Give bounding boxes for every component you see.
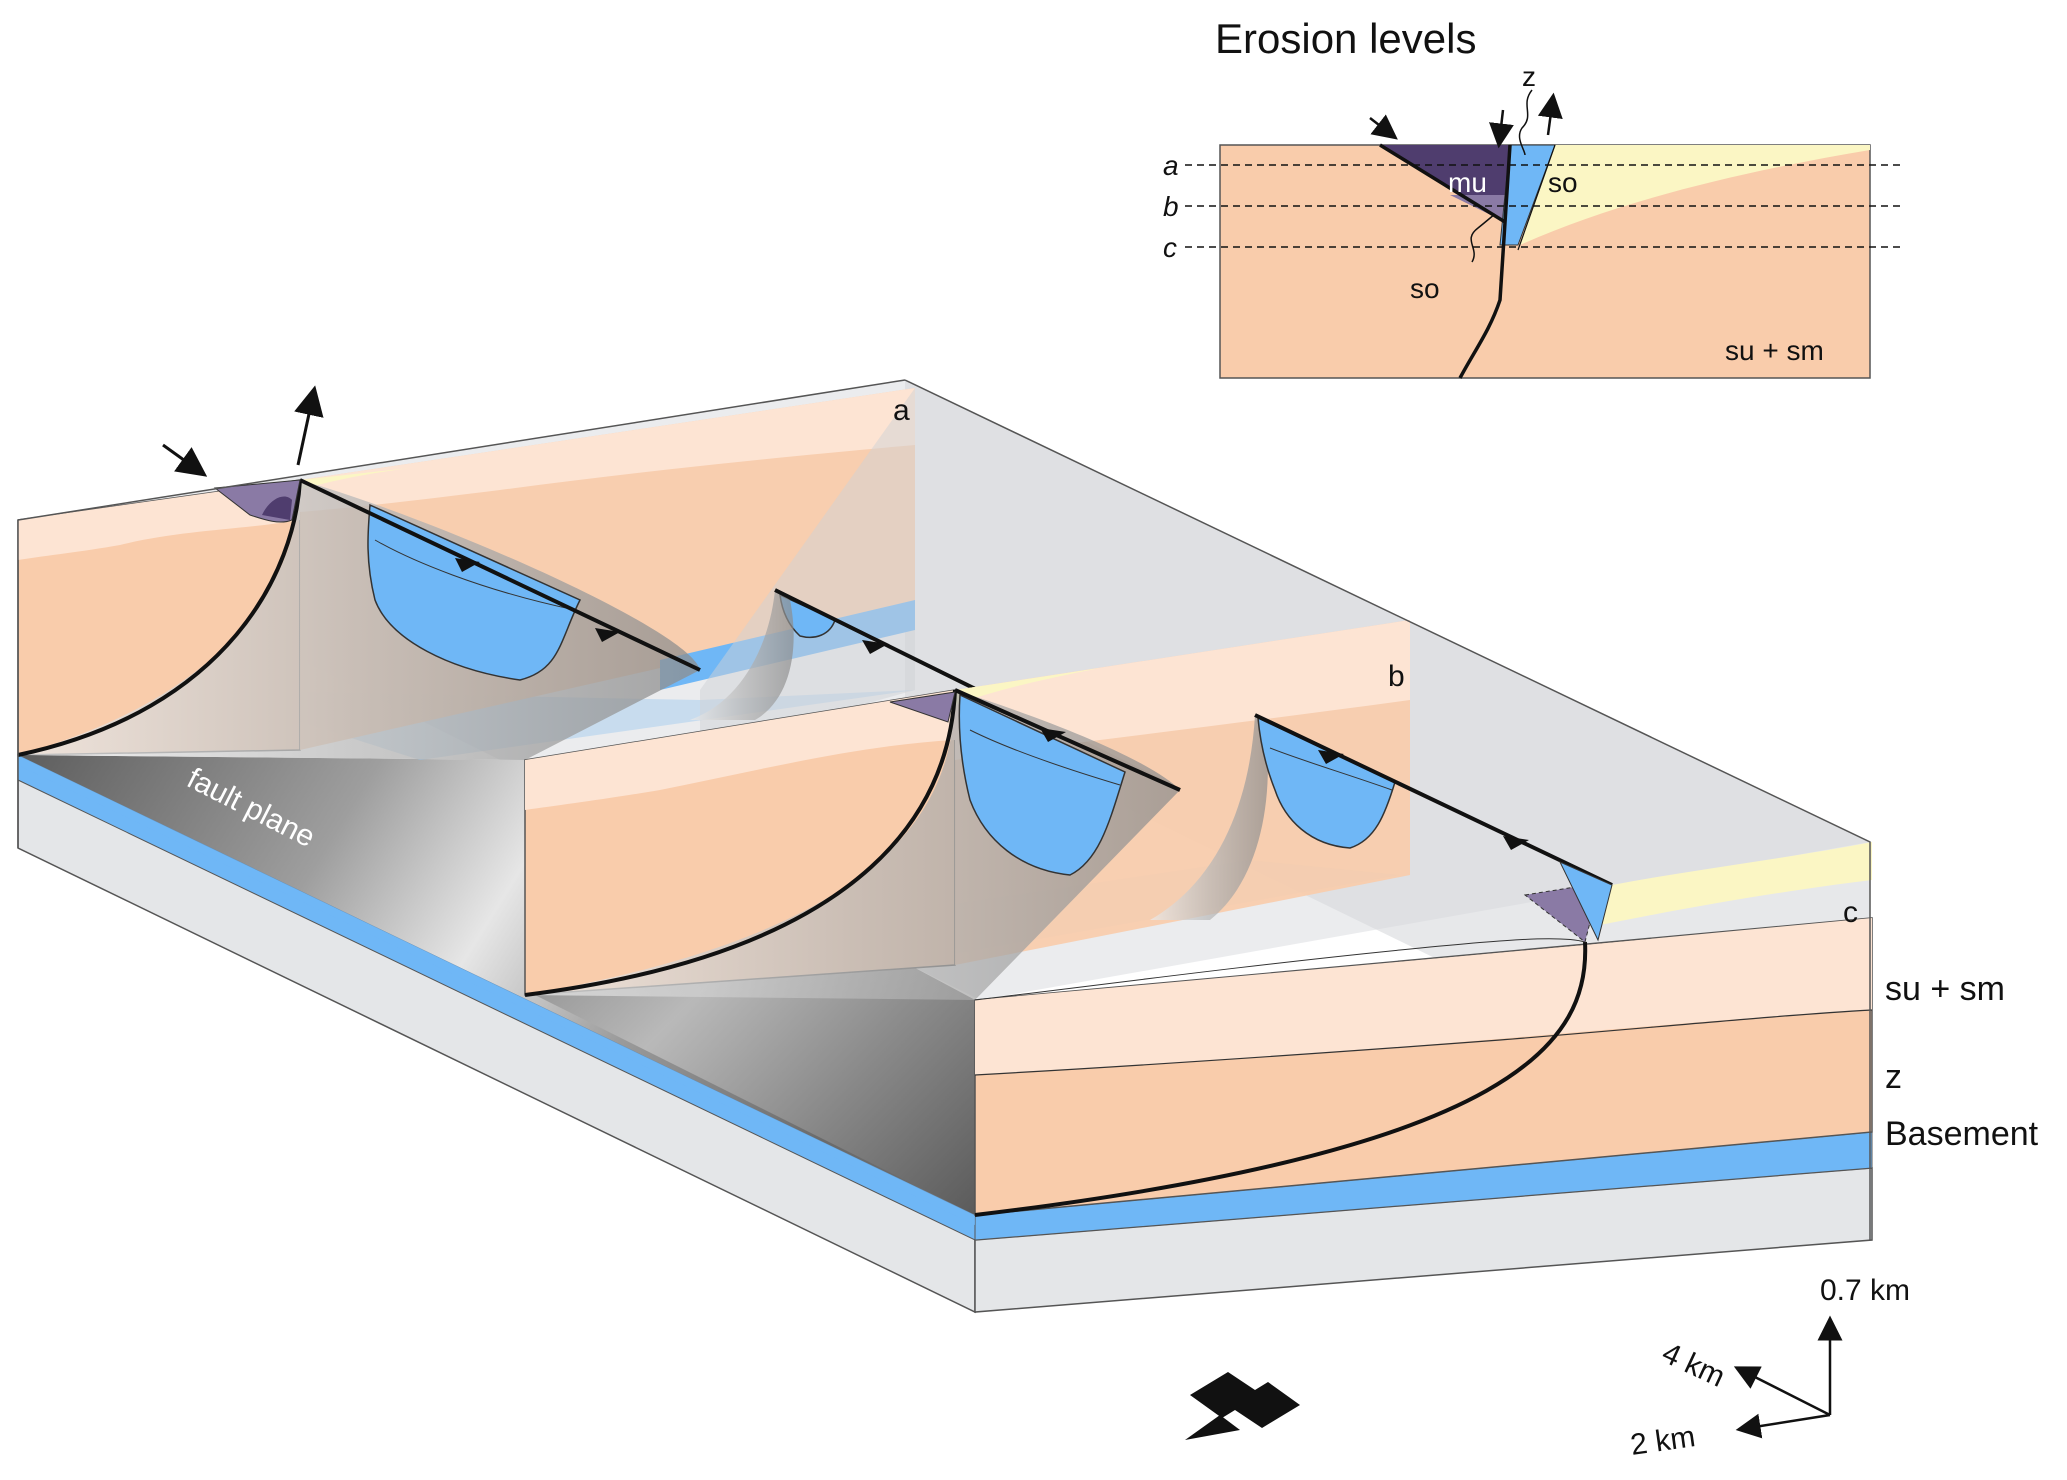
fault-surface-trace-b	[954, 688, 1181, 792]
fault-trace-b-curve	[524, 689, 957, 997]
slip-arrow-up	[294, 385, 324, 466]
fault-trace-c-curve	[974, 941, 1588, 1217]
section-c-upper-surface-line	[974, 938, 1586, 1001]
section-a-yellow-wedge	[300, 468, 410, 490]
graben-c-upper-inner	[1269, 747, 1393, 791]
section-b-label: b	[1388, 660, 1405, 693]
north-arrow-icon	[1190, 1372, 1300, 1428]
fault-surface-trace-c-upper	[1254, 713, 1613, 887]
inset-z-label: z	[1522, 61, 1536, 92]
block-outline-top-left	[17, 379, 906, 521]
thrust-tooth-a2	[595, 628, 620, 642]
erosion-level-a-label: a	[1163, 150, 1179, 181]
fault-curtain-c-upper	[1150, 715, 1268, 920]
inset-z-leader	[1518, 89, 1533, 156]
inset-su-sm-label: su + sm	[1725, 335, 1824, 366]
graben-b	[958, 693, 1126, 876]
thrust-tooth-a1	[455, 558, 480, 572]
section-c-label: c	[1843, 896, 1858, 929]
mu-wedge-b	[889, 691, 956, 723]
section-c-upper-light	[975, 918, 1872, 1075]
section-c-yellow-wedge	[1600, 842, 1872, 925]
fault-plane-z-band	[18, 755, 975, 1225]
graben-b-inner-line	[969, 729, 1121, 786]
section-a-upper-light	[18, 480, 300, 560]
section-a-back-light	[300, 388, 915, 512]
inset-slip-arrow-left	[1369, 114, 1398, 140]
north-arrow	[1185, 1372, 1300, 1440]
fault-surface-trace-a	[299, 478, 701, 672]
graben-a	[367, 503, 582, 681]
thrust-tooth-mid	[862, 640, 888, 654]
graben-a-inner-line	[374, 539, 576, 611]
z-wedge-c	[1558, 860, 1613, 942]
block-outline-right	[904, 379, 1871, 1240]
section-a-label: a	[893, 394, 910, 427]
erosion-level-b-label: b	[1163, 191, 1179, 222]
inset-mu-label: mu	[1448, 167, 1487, 198]
scale-vertical-label: 0.7 km	[1820, 1274, 1910, 1307]
graben-c-upper	[1257, 716, 1396, 849]
layer-su-sm-label: su + sm	[1885, 970, 2005, 1008]
layer-basement-label: Basement	[1885, 1115, 2039, 1153]
inset-fault-thin	[1517, 144, 1556, 251]
slip-arrow-left	[162, 443, 208, 477]
inset-slip-arrow-down	[1489, 109, 1514, 149]
thrust-tooth-c1	[1318, 750, 1344, 764]
inset-so-wedge	[1520, 145, 1870, 245]
scale-oblique-label: 4 km	[1657, 1336, 1730, 1393]
erosion-levels-inset: Erosion levels a b c mu so so z su + sm	[1163, 15, 1905, 379]
inset-slip-arrow-up	[1537, 92, 1563, 136]
inset-so-right-label: so	[1548, 167, 1578, 198]
fault-curtain-a	[18, 480, 700, 760]
section-a-side-panel	[700, 388, 915, 750]
erosion-level-c-label: c	[1163, 232, 1177, 263]
inset-fault-main	[1458, 144, 1512, 379]
scale-horizontal-label: 2 km	[1628, 1420, 1697, 1462]
inset-z-wedge	[1499, 144, 1556, 246]
scale-horizontal-axis	[1735, 1413, 1831, 1439]
scale-axes: 0.7 km 4 km 2 km	[1628, 1274, 1910, 1462]
thrust-tooth-b	[1040, 728, 1066, 742]
inset-title: Erosion levels	[1215, 15, 1476, 62]
scale-oblique-axis	[1733, 1366, 1831, 1417]
north-arrow-pointer	[1185, 1415, 1240, 1440]
section-c-layer-line	[974, 1009, 1873, 1076]
mu-dark-a	[262, 496, 292, 520]
section-b-yellow-wedge	[955, 668, 1100, 705]
section-b-back-light	[955, 620, 1410, 760]
fault-trace-a-curve	[17, 479, 302, 757]
fault-curtain-mid	[690, 590, 794, 720]
inset-so-leader	[1470, 213, 1496, 263]
inset-fault-thrust	[1379, 143, 1506, 224]
section-b-upper-light	[525, 690, 955, 810]
inset-so-below-label: so	[1410, 273, 1440, 304]
thrust-tooth-c2	[1503, 836, 1529, 850]
layer-z-label: z	[1885, 1058, 1902, 1096]
